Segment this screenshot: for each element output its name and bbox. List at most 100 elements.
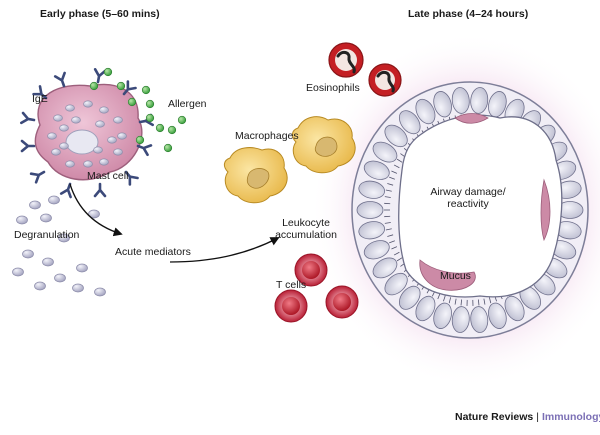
ige-antibody (93, 68, 107, 84)
macrophages-label: Macrophages (235, 130, 299, 142)
allergen-dot (141, 85, 151, 95)
leukocyte-accumulation-label: Leukocyte accumulation (266, 217, 346, 241)
released-granule (58, 233, 70, 243)
cilium (454, 298, 457, 305)
ige-antibody (93, 182, 107, 198)
t-cells-label: T cells (276, 279, 307, 291)
allergen-dot (155, 123, 165, 133)
cilium (384, 222, 391, 224)
early-phase-title: Early phase (5–60 mins) (40, 8, 160, 20)
airway-label-line2: reactivity (447, 198, 489, 210)
released-granule (76, 263, 88, 273)
leukocyte-label-line1: Leukocyte (282, 217, 330, 229)
mast-cell-granule (71, 116, 81, 124)
mast-cell-granule (99, 158, 109, 166)
journal-credit: Nature Reviews|Immunology (455, 411, 600, 423)
cilium (448, 297, 452, 304)
cilium (385, 228, 392, 231)
released-granule (22, 249, 34, 259)
mast-cell-granule (95, 120, 105, 128)
epithelial-cell (470, 306, 489, 333)
airway-lumen (398, 114, 563, 298)
epithelial-cell (398, 110, 421, 135)
mast-cell-granule (51, 148, 61, 156)
epithelial-cell (451, 87, 470, 114)
released-granules (12, 195, 106, 297)
released-granule (42, 257, 54, 267)
cilium (389, 240, 395, 244)
allergen-dot (145, 99, 155, 109)
t-cell (274, 289, 308, 323)
eosinophil (328, 42, 364, 78)
ige-label: IgE (32, 93, 48, 105)
released-granule (34, 281, 46, 291)
released-granule (48, 195, 60, 205)
cilium (389, 176, 395, 180)
allergen-dot (135, 135, 145, 145)
journal-section: Immunology (541, 411, 600, 423)
allergen-dot (89, 81, 99, 91)
released-granule (12, 267, 24, 277)
acute-mediators-label: Acute mediators (115, 246, 191, 258)
mast-cell-nucleus (65, 129, 99, 155)
cilium (460, 299, 463, 306)
t-cell (325, 285, 359, 319)
released-granule (88, 209, 100, 219)
epithelial-cell (504, 295, 525, 322)
mast-cell-granule (65, 160, 75, 168)
epithelial-cell (358, 221, 385, 240)
cilium (391, 170, 398, 174)
credit-separator: | (536, 411, 539, 423)
allergen-dot (145, 113, 155, 123)
cilium (393, 251, 400, 256)
ige-antibody (136, 144, 153, 157)
released-granule (54, 273, 66, 283)
epithelial-cell (384, 124, 408, 148)
epithelial-cell (356, 201, 384, 219)
mast-cell-label: Mast cell (87, 170, 129, 182)
released-granule (29, 200, 41, 210)
epithelial-cell (363, 240, 390, 260)
released-granule (40, 213, 52, 223)
epithelial-cell (415, 98, 436, 125)
allergen-dot (163, 143, 173, 153)
cilium (391, 246, 398, 250)
mucus (419, 259, 476, 291)
epithelial-cell (433, 302, 452, 329)
macrophage (223, 147, 288, 204)
cilium (483, 298, 486, 305)
ige-antibody (53, 71, 66, 88)
epithelial-cell (384, 272, 408, 296)
ige-antibody (124, 170, 139, 186)
journal-name: Nature Reviews (455, 411, 534, 423)
mast-cell-granule (53, 114, 63, 122)
airway-wall (351, 81, 589, 339)
epithelial-cell (488, 302, 507, 329)
cilium (393, 164, 400, 169)
epithelial-cell (415, 295, 436, 322)
allergen-label: Allergen (168, 98, 207, 110)
cilium (488, 297, 492, 304)
ige-antibody (20, 111, 36, 125)
mast-cell-granule (117, 132, 127, 140)
epithelial-cell (451, 306, 470, 333)
cilium (477, 299, 480, 306)
mast-cell-granule (83, 100, 93, 108)
t-cell (294, 253, 328, 287)
ige-antibody (20, 139, 36, 153)
eosinophils-label: Eosinophils (306, 82, 360, 94)
accumulation-arrow (169, 237, 280, 263)
ige-antibody (32, 85, 48, 100)
released-granule (16, 215, 28, 225)
degranulation-label: Degranulation (14, 229, 80, 241)
cilium (443, 295, 446, 302)
epithelial-cell (372, 141, 398, 163)
cilium (385, 189, 392, 192)
mast-cell-granule (99, 106, 109, 114)
airway-damage-label: Airway damage/ reactivity (418, 186, 518, 210)
mast-cell-granule (93, 146, 103, 154)
airway-label-line1: Airway damage/ (430, 186, 506, 198)
epithelial-cell (398, 285, 421, 310)
